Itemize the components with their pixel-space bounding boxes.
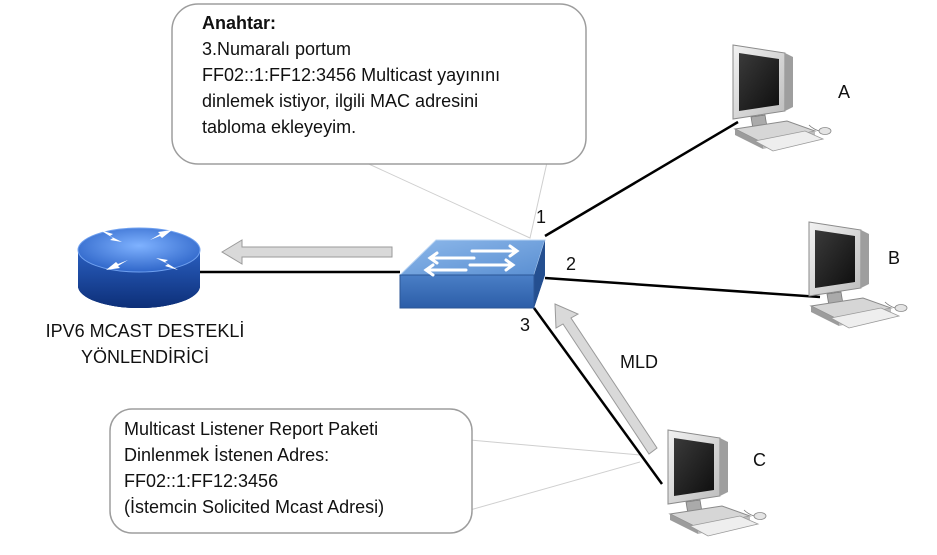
upstream-arrow	[221, 239, 393, 265]
report-callout-line: (İstemcin Solicited Mcast Adresi)	[124, 497, 385, 517]
switch-callout-line: 3.Numaralı portum	[202, 39, 352, 59]
link-port2-host-b	[544, 276, 821, 299]
port-3-label: 3	[520, 315, 531, 335]
report-callout-line: Dinlenmek İstenen Adres:	[124, 445, 330, 465]
report-callout-line: FF02::1:FF12:3456	[124, 471, 279, 491]
switch-callout	[171, 3, 587, 239]
report-callout-box	[109, 408, 473, 534]
host-b-computer-icon	[808, 221, 908, 329]
router-label-line1: IPV6 MCAST DESTEKLİ	[45, 321, 245, 341]
switch-callout-title: Anahtar:	[202, 13, 277, 33]
report-callout-text: Multicast Listener Report Paketi Dinlenm…	[124, 416, 384, 520]
host-c-computer-icon	[667, 429, 767, 537]
port-2-label: 2	[566, 254, 577, 274]
report-callout-pointer	[469, 439, 641, 511]
mld-arrow	[554, 303, 658, 455]
switch-callout-line: dinlemek istiyor, ilgili MAC adresini	[202, 91, 479, 111]
host-c-label: C	[753, 450, 766, 470]
switch-callout-line: tabloma ekleyeyim.	[202, 117, 357, 137]
mld-label: MLD	[620, 352, 659, 372]
host-a-label: A	[838, 82, 851, 102]
switch-callout-line: FF02::1:FF12:3456 Multicast yayınını	[202, 65, 501, 85]
host-a-computer-icon	[732, 44, 832, 152]
link-port1-host-a	[544, 120, 739, 238]
link-port3-host-c	[532, 307, 664, 485]
port-1-label: 1	[536, 207, 547, 227]
switch-callout-text: Anahtar: 3.Numaralı portum FF02::1:FF12:…	[202, 10, 500, 140]
report-callout	[109, 408, 641, 534]
switch-icon	[398, 239, 546, 309]
router-label-line2: YÖNLENDİRİCİ	[80, 347, 210, 367]
switch-callout-box	[171, 3, 587, 165]
switch-callout-pointer	[359, 157, 549, 239]
router-icon	[77, 227, 201, 308]
router-label: IPV6 MCAST DESTEKLİ YÖNLENDİRİCİ	[15, 318, 275, 370]
report-callout-line: Multicast Listener Report Paketi	[124, 419, 379, 439]
host-b-label: B	[888, 248, 901, 268]
